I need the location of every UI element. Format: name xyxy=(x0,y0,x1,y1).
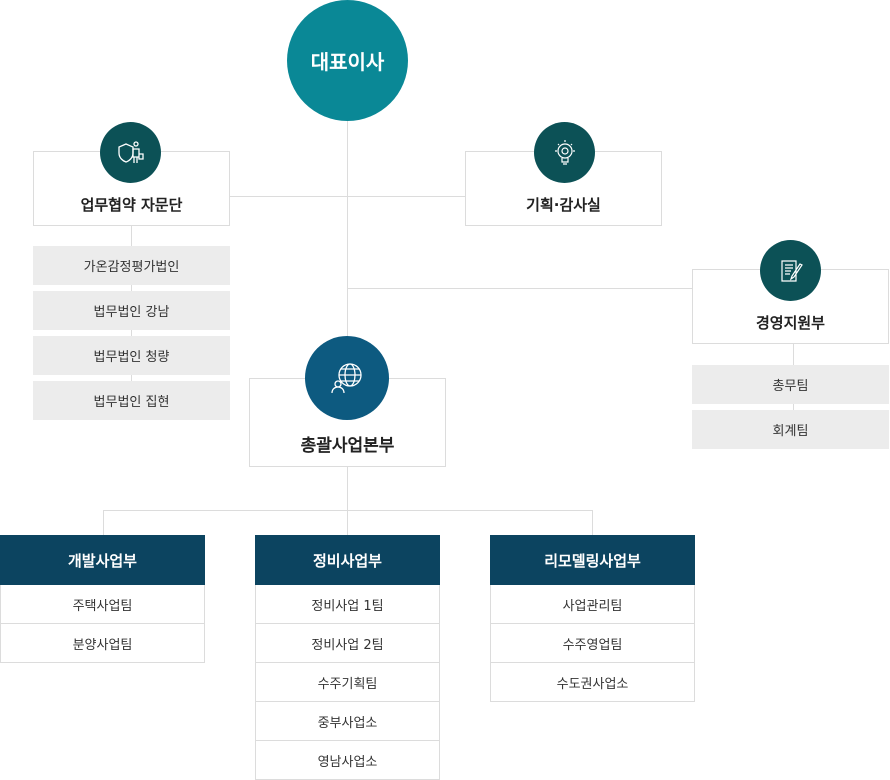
advisory-item: 법무법인 강남 xyxy=(33,291,230,330)
planning-title: 기획·감사실 xyxy=(526,196,601,214)
document-pen-icon xyxy=(760,240,821,301)
team-item: 사업관리팀 xyxy=(490,585,695,624)
team-item: 분양사업팀 xyxy=(0,624,205,663)
ceo-node: 대표이사 xyxy=(287,0,408,121)
team-item: 정비사업 2팀 xyxy=(255,624,440,663)
connector xyxy=(230,196,465,197)
dept-development: 개발사업부 주택사업팀 분양사업팀 xyxy=(0,535,205,663)
connector xyxy=(592,510,593,535)
dept-redevelopment: 정비사업부 정비사업 1팀 정비사업 2팀 수주기획팀 중부사업소 영남사업소 xyxy=(255,535,440,780)
connector xyxy=(347,288,692,289)
management-item: 총무팀 xyxy=(692,365,889,404)
hq-title: 총괄사업본부 xyxy=(300,436,395,456)
ceo-label: 대표이사 xyxy=(310,50,385,74)
dept-title: 정비사업부 xyxy=(255,535,440,585)
advisory-title: 업무협약 자문단 xyxy=(80,196,183,214)
management-item: 회계팀 xyxy=(692,410,889,449)
team-item: 영남사업소 xyxy=(255,741,440,780)
lightbulb-gear-icon xyxy=(534,122,595,183)
team-item: 수도권사업소 xyxy=(490,663,695,702)
globe-person-icon xyxy=(305,336,389,420)
connector xyxy=(347,467,348,535)
team-item: 중부사업소 xyxy=(255,702,440,741)
connector xyxy=(347,110,348,380)
connector xyxy=(103,510,104,535)
advisory-item: 법무법인 청량 xyxy=(33,336,230,375)
management-title: 경영지원부 xyxy=(755,314,825,332)
advisory-item: 법무법인 집현 xyxy=(33,381,230,420)
team-item: 수주기획팀 xyxy=(255,663,440,702)
team-item: 주택사업팀 xyxy=(0,585,205,624)
team-item: 수주영업팀 xyxy=(490,624,695,663)
advisory-item: 가온감정평가법인 xyxy=(33,246,230,285)
dept-title: 개발사업부 xyxy=(0,535,205,585)
management-box: 경영지원부 xyxy=(692,269,889,344)
connector xyxy=(103,510,593,511)
dept-title: 리모델링사업부 xyxy=(490,535,695,585)
shield-person-icon xyxy=(100,122,161,183)
team-item: 정비사업 1팀 xyxy=(255,585,440,624)
dept-remodeling: 리모델링사업부 사업관리팀 수주영업팀 수도권사업소 xyxy=(490,535,695,702)
